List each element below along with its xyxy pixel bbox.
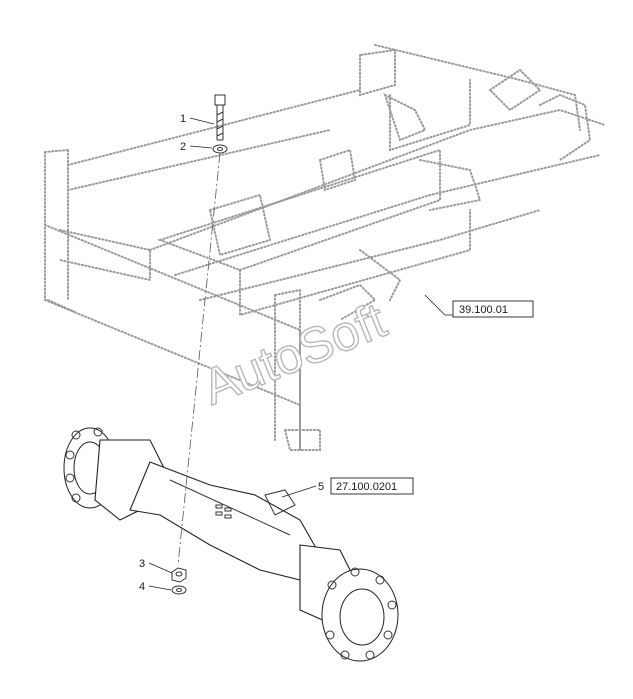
nut-part-3 [171,567,187,583]
reference-box-axle [330,477,414,495]
svg-text:3: 3 [139,558,145,570]
svg-text:27.100.0201: 27.100.0201 [336,481,397,493]
callout-4: 4 [139,581,172,593]
svg-text:4: 4 [139,581,145,593]
callout-frame-reference: 39.100.01 [424,294,534,318]
reference-box-frame [452,300,534,318]
watermark-logo: AutoSoft [194,291,394,416]
callout-1: 1 [180,113,215,125]
washer-part-2 [212,144,228,154]
callout-3: 3 [139,558,173,574]
chassis-frame-drawing [44,44,606,451]
bolt-part-1 [214,94,226,141]
washer-part-4 [171,585,187,595]
callout-5: 5 27.100.0201 [281,477,414,498]
svg-text:2: 2 [180,141,186,153]
svg-text:5: 5 [318,481,324,493]
svg-text:1: 1 [180,113,186,125]
axle-assembly-drawing [63,427,399,662]
callout-2: 2 [180,141,213,153]
assembly-centerline [177,152,221,566]
svg-text:39.100.01: 39.100.01 [459,304,508,316]
svg-text:AutoSoft: AutoSoft [195,292,394,416]
